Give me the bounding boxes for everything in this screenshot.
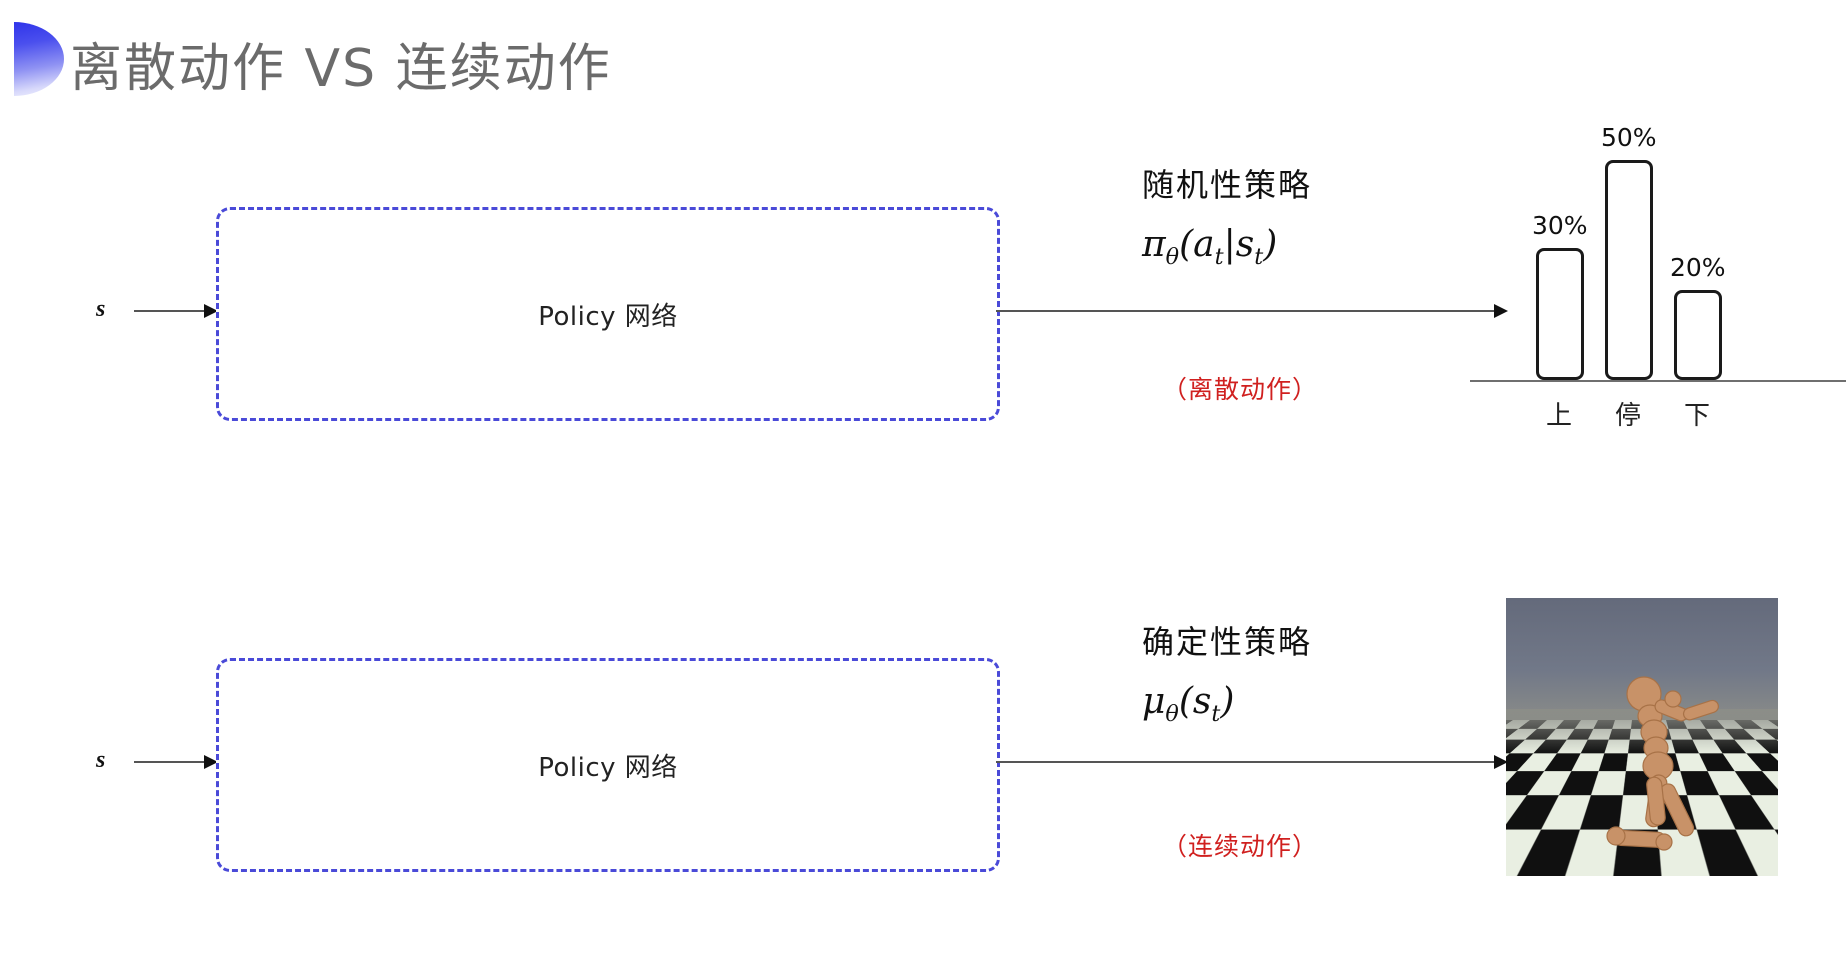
bar-0	[1536, 248, 1584, 380]
title-bullet-icon	[14, 22, 64, 96]
policy-network-box-top[interactable]: Policy 网络	[216, 207, 1000, 421]
output-arrow-bottom	[996, 761, 1506, 763]
bar-value-2: 20%	[1670, 253, 1726, 282]
annotation-formula-bottom: μθ(st)	[1142, 681, 1312, 727]
humanoid-figure-icon	[1506, 598, 1778, 876]
bar-category-2: 下	[1684, 395, 1710, 432]
bar-value-0: 30%	[1532, 211, 1588, 240]
annotation-top: 随机性策略 πθ(at|st) （离散动作）	[1142, 160, 1312, 270]
formula-close-paren-b: )	[1220, 681, 1234, 722]
output-arrow-top	[996, 310, 1506, 312]
annotation-bottom: 确定性策略 μθ(st) （连续动作）	[1142, 617, 1312, 727]
formula-action: a	[1193, 224, 1214, 265]
formula-given-bar: |	[1224, 224, 1236, 265]
policy-network-label-top: Policy 网络	[538, 296, 678, 333]
input-state-label-bottom: s	[96, 747, 105, 774]
formula-mu: μ	[1142, 681, 1165, 722]
formula-state-b: s	[1193, 681, 1211, 722]
annotation-formula-top: πθ(at|st)	[1142, 224, 1312, 270]
formula-pi: π	[1142, 224, 1166, 265]
bar-2	[1674, 290, 1722, 380]
formula-open-paren: (	[1179, 224, 1193, 265]
bar-category-0: 上	[1546, 395, 1572, 432]
page-title: 离散动作 VS 连续动作	[70, 26, 612, 101]
input-arrow-top	[134, 310, 216, 312]
input-arrow-bottom	[134, 761, 216, 763]
formula-state-sub: t	[1254, 244, 1263, 270]
chart-x-axis	[1470, 380, 1846, 382]
formula-state: s	[1236, 224, 1254, 265]
annotation-note-top: （离散动作）	[1162, 370, 1318, 406]
formula-open-paren-b: (	[1179, 681, 1193, 722]
formula-theta-b: θ	[1165, 701, 1178, 727]
humanoid-simulation-image	[1506, 598, 1778, 876]
discrete-action-bar-chart: 30% 上 50% 停 20% 下	[1470, 100, 1846, 440]
annotation-heading-bottom: 确定性策略	[1142, 617, 1312, 663]
formula-theta: θ	[1166, 244, 1179, 270]
bar-value-1: 50%	[1601, 123, 1657, 152]
policy-network-box-bottom[interactable]: Policy 网络	[216, 658, 1000, 872]
bar-1	[1605, 160, 1653, 380]
bar-category-1: 停	[1615, 395, 1641, 432]
formula-action-sub: t	[1215, 244, 1224, 270]
policy-network-label-bottom: Policy 网络	[538, 747, 678, 784]
formula-close-paren: )	[1263, 224, 1277, 265]
annotation-note-bottom: （连续动作）	[1162, 827, 1318, 863]
formula-state-sub-b: t	[1211, 701, 1220, 727]
annotation-heading-top: 随机性策略	[1142, 160, 1312, 206]
input-state-label-top: s	[96, 296, 105, 323]
